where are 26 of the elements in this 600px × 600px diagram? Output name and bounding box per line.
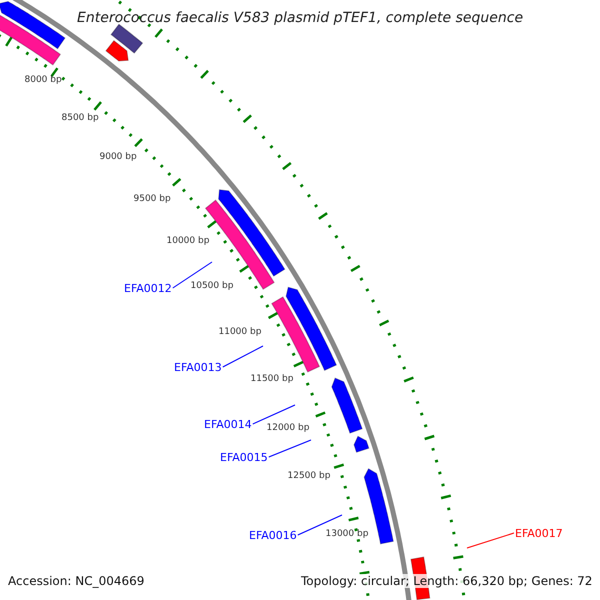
scale-label: 12000 bp	[266, 423, 310, 433]
scale-label: 11000 bp	[218, 327, 262, 337]
scale-label: 10500 bp	[190, 281, 234, 291]
map-info-text: Topology: circular; Length: 66,320 bp; Genes: 72	[301, 574, 592, 588]
scale-label: 8500 bp	[62, 113, 99, 123]
gene-label: EFA0017	[515, 526, 563, 540]
leader-line	[268, 440, 312, 458]
map-title: Enterococcus faecalis V583 plasmid pTEF1, complete sequence	[77, 10, 524, 26]
leader-line	[466, 532, 514, 548]
leader-line	[222, 346, 264, 368]
leader-line	[297, 514, 342, 536]
gene-label: EFA0016	[249, 528, 297, 542]
scale-label: 13000 bp	[326, 529, 368, 539]
scale-label: 8000 bp	[24, 75, 62, 85]
gene-label: EFA0015	[220, 450, 268, 464]
gene-label: EFA0012	[124, 282, 172, 294]
scale-label: 11500 bp	[250, 374, 294, 384]
scale-label: 9500 bp	[134, 194, 171, 204]
scale-label: 10000 bp	[166, 236, 210, 246]
leader-line	[172, 262, 212, 288]
scale-label: 9000 bp	[100, 152, 137, 162]
scale-label: 12500 bp	[288, 471, 330, 481]
gene-label: EFA0014	[204, 418, 252, 430]
leader-line	[252, 404, 296, 424]
map-info-text: Accession: NC_004669	[8, 574, 144, 588]
gene-label: EFA0013	[174, 360, 222, 374]
